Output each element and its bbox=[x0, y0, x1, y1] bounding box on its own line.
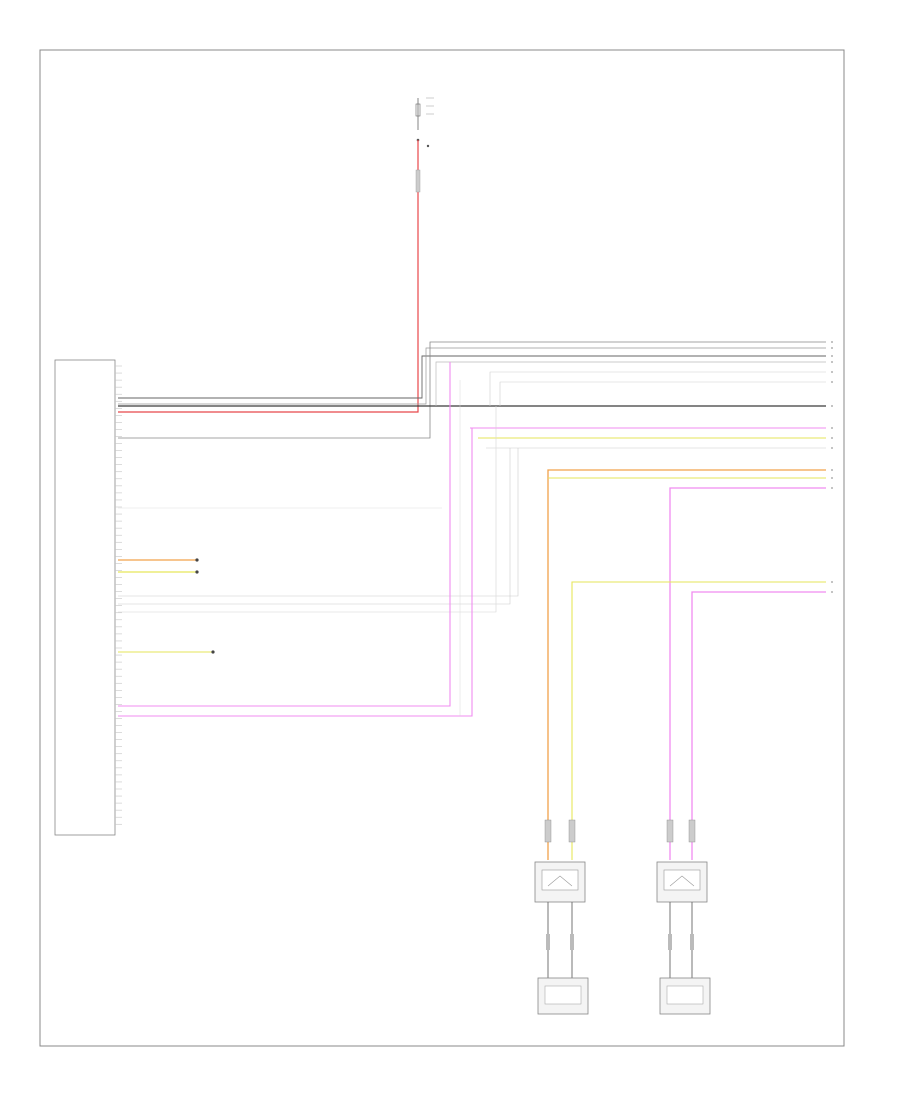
right-pin-dot bbox=[831, 437, 833, 439]
connector-left-heater-b bbox=[570, 934, 574, 950]
right-pin-dot bbox=[831, 347, 833, 349]
diagram-frame bbox=[39, 49, 845, 1047]
wire-light-2 bbox=[499, 381, 826, 406]
connector-left-a bbox=[544, 819, 552, 843]
wire-yellow-left-sensor-2 bbox=[571, 581, 826, 860]
right-pin-dot bbox=[831, 591, 833, 593]
wire-light-module-3 bbox=[118, 448, 511, 605]
connector-right-heater-b bbox=[690, 934, 694, 950]
wire-pink-module-2 bbox=[118, 428, 473, 717]
right-pin-dot bbox=[831, 405, 833, 407]
wire-pink-right-sensor-2 bbox=[691, 591, 826, 860]
connector-right-a bbox=[666, 819, 674, 843]
connector-left-b bbox=[568, 819, 576, 843]
right-pin-dot bbox=[831, 469, 833, 471]
right-pin-dot bbox=[831, 341, 833, 343]
wire-red-connector bbox=[415, 169, 421, 193]
right-sensor bbox=[656, 861, 708, 903]
right-pin-dot bbox=[831, 381, 833, 383]
right-pin-dot bbox=[831, 371, 833, 373]
left-sensor bbox=[534, 861, 586, 903]
right-pin-dot bbox=[831, 361, 833, 363]
wire-orange-left-sensor bbox=[547, 469, 826, 860]
control-module bbox=[54, 359, 116, 836]
right-pin-dot bbox=[831, 581, 833, 583]
wire-light-1 bbox=[489, 371, 826, 406]
wire-pink-module-1 bbox=[118, 362, 451, 707]
wire-red-power-feed bbox=[118, 140, 419, 413]
right-pin-dot bbox=[831, 447, 833, 449]
wire-gray-3 bbox=[118, 341, 826, 439]
ground-point bbox=[211, 650, 215, 654]
wire-gray-4 bbox=[435, 361, 826, 406]
right-pin-dot bbox=[831, 355, 833, 357]
connector-right-b bbox=[688, 819, 696, 843]
right-connector-pins bbox=[831, 341, 833, 593]
connector-right-heater-a bbox=[668, 934, 672, 950]
right-pin-dot bbox=[831, 427, 833, 429]
right-pin-dot bbox=[831, 487, 833, 489]
right-pin-dot bbox=[831, 477, 833, 479]
wire-light-module-2 bbox=[118, 448, 519, 597]
right-heater bbox=[659, 977, 711, 1015]
wire-light-module-4 bbox=[118, 406, 497, 613]
left-heater bbox=[537, 977, 589, 1015]
splice-point-1 bbox=[195, 558, 199, 562]
module-pin-list bbox=[115, 365, 122, 825]
splice-point-2 bbox=[195, 570, 199, 574]
wire-gray-2 bbox=[118, 347, 826, 405]
wire-gray-1 bbox=[118, 355, 826, 399]
fuse-symbol bbox=[415, 97, 434, 148]
wire-pink-right-sensor bbox=[669, 487, 826, 860]
connector-left-heater-a bbox=[546, 934, 550, 950]
